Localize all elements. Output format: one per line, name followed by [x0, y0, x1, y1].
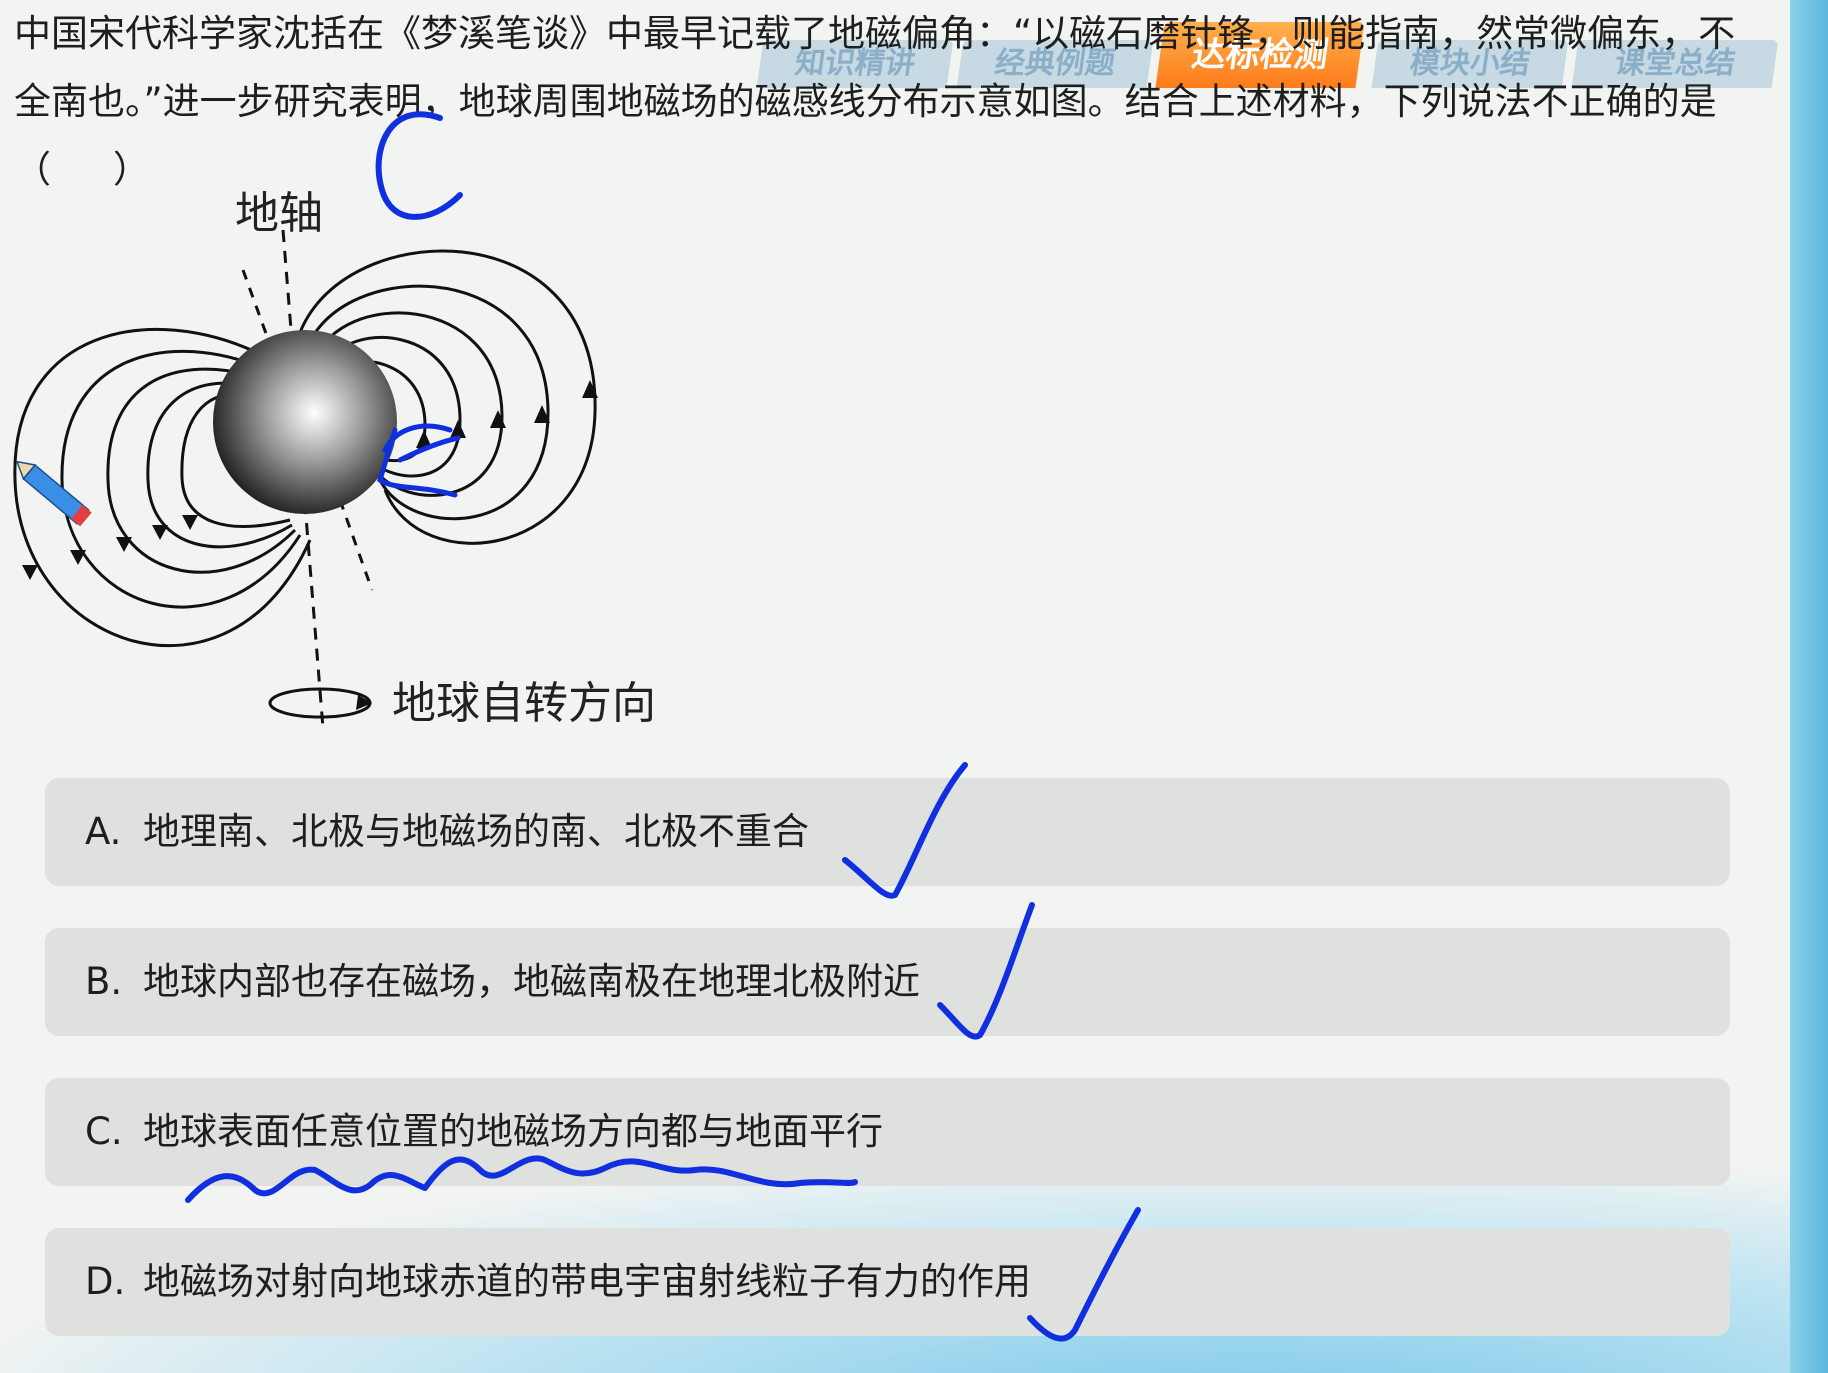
option-a[interactable]: A. 地理南、北极与地磁场的南、北极不重合	[45, 778, 1730, 886]
question-text: 中国宋代科学家沈括在《梦溪笔谈》中最早记载了地磁偏角：“以磁石磨针锋，则能指南，…	[14, 12, 1736, 191]
field-arrows	[22, 380, 598, 580]
option-text: 地球内部也存在磁场，地磁南极在地理北极附近	[143, 960, 920, 1003]
earth-sphere	[213, 330, 397, 514]
option-text: 地球表面任意位置的地磁场方向都与地面平行	[143, 1110, 883, 1153]
option-d[interactable]: D. 地磁场对射向地球赤道的带电宇宙射线粒子有力的作用	[45, 1228, 1730, 1336]
option-text: 地磁场对射向地球赤道的带电宇宙射线粒子有力的作用	[143, 1260, 1031, 1303]
field-lines-left	[13, 327, 312, 648]
question-paren-close: ）	[113, 148, 150, 191]
ink-arrows	[377, 423, 461, 498]
question-stem: 中国宋代科学家沈括在《梦溪笔谈》中最早记载了地磁偏角：“以磁石磨针锋，则能指南，…	[14, 0, 1744, 204]
decorative-right-strip	[1790, 0, 1828, 1373]
option-letter: B.	[85, 960, 123, 1003]
magnetic-axis-upper	[241, 269, 274, 351]
option-text: 地理南、北极与地磁场的南、北极不重合	[143, 810, 809, 853]
magnetic-axis-lower	[338, 499, 374, 591]
option-letter: D.	[85, 1260, 126, 1303]
pencil-icon	[15, 460, 92, 527]
option-b[interactable]: B. 地球内部也存在磁场，地磁南极在地理北极附近	[45, 928, 1730, 1036]
option-c[interactable]: C. 地球表面任意位置的地磁场方向都与地面平行	[45, 1078, 1730, 1186]
option-letter: C.	[85, 1110, 123, 1153]
option-letter: A.	[85, 810, 122, 853]
rotation-label: 地球自转方向	[392, 678, 656, 729]
geomagnetic-field-diagram: 地轴 地球自转方向	[13, 188, 656, 729]
axis-label: 地轴	[235, 188, 323, 239]
